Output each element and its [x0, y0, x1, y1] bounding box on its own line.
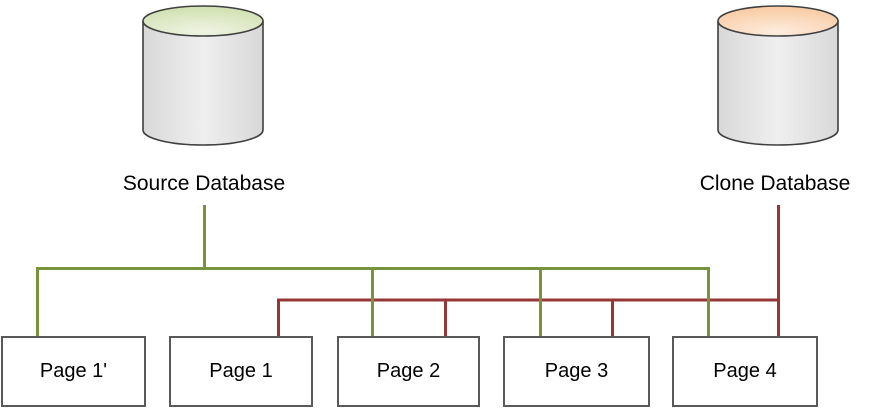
- clone-branch-line-page1: [277, 298, 779, 338]
- source-database-label: Source Database: [122, 172, 286, 195]
- page-box-page1-prime: Page 1': [1, 336, 146, 407]
- clone-connector-group: [277, 205, 780, 338]
- database-cylinder-icon: [717, 5, 839, 146]
- database-cylinder-icon: [142, 5, 264, 146]
- clone-database-label: Clone Database: [699, 172, 851, 195]
- page-box-page1: Page 1: [169, 336, 313, 407]
- source-connector-group: [36, 205, 710, 338]
- clone-database-cylinder: [716, 0, 840, 150]
- page-box-label: Page 3: [544, 360, 609, 382]
- page-box-label: Page 2: [376, 360, 441, 382]
- page-box-label: Page 4: [713, 360, 777, 382]
- source-database-cylinder: [141, 0, 265, 150]
- page-box-page3: Page 3: [503, 336, 650, 407]
- page-box-page2: Page 2: [337, 336, 480, 407]
- page-box-label: Page 1: [209, 360, 273, 382]
- page-box-page4: Page 4: [672, 336, 818, 407]
- page-box-label: Page 1': [39, 360, 108, 382]
